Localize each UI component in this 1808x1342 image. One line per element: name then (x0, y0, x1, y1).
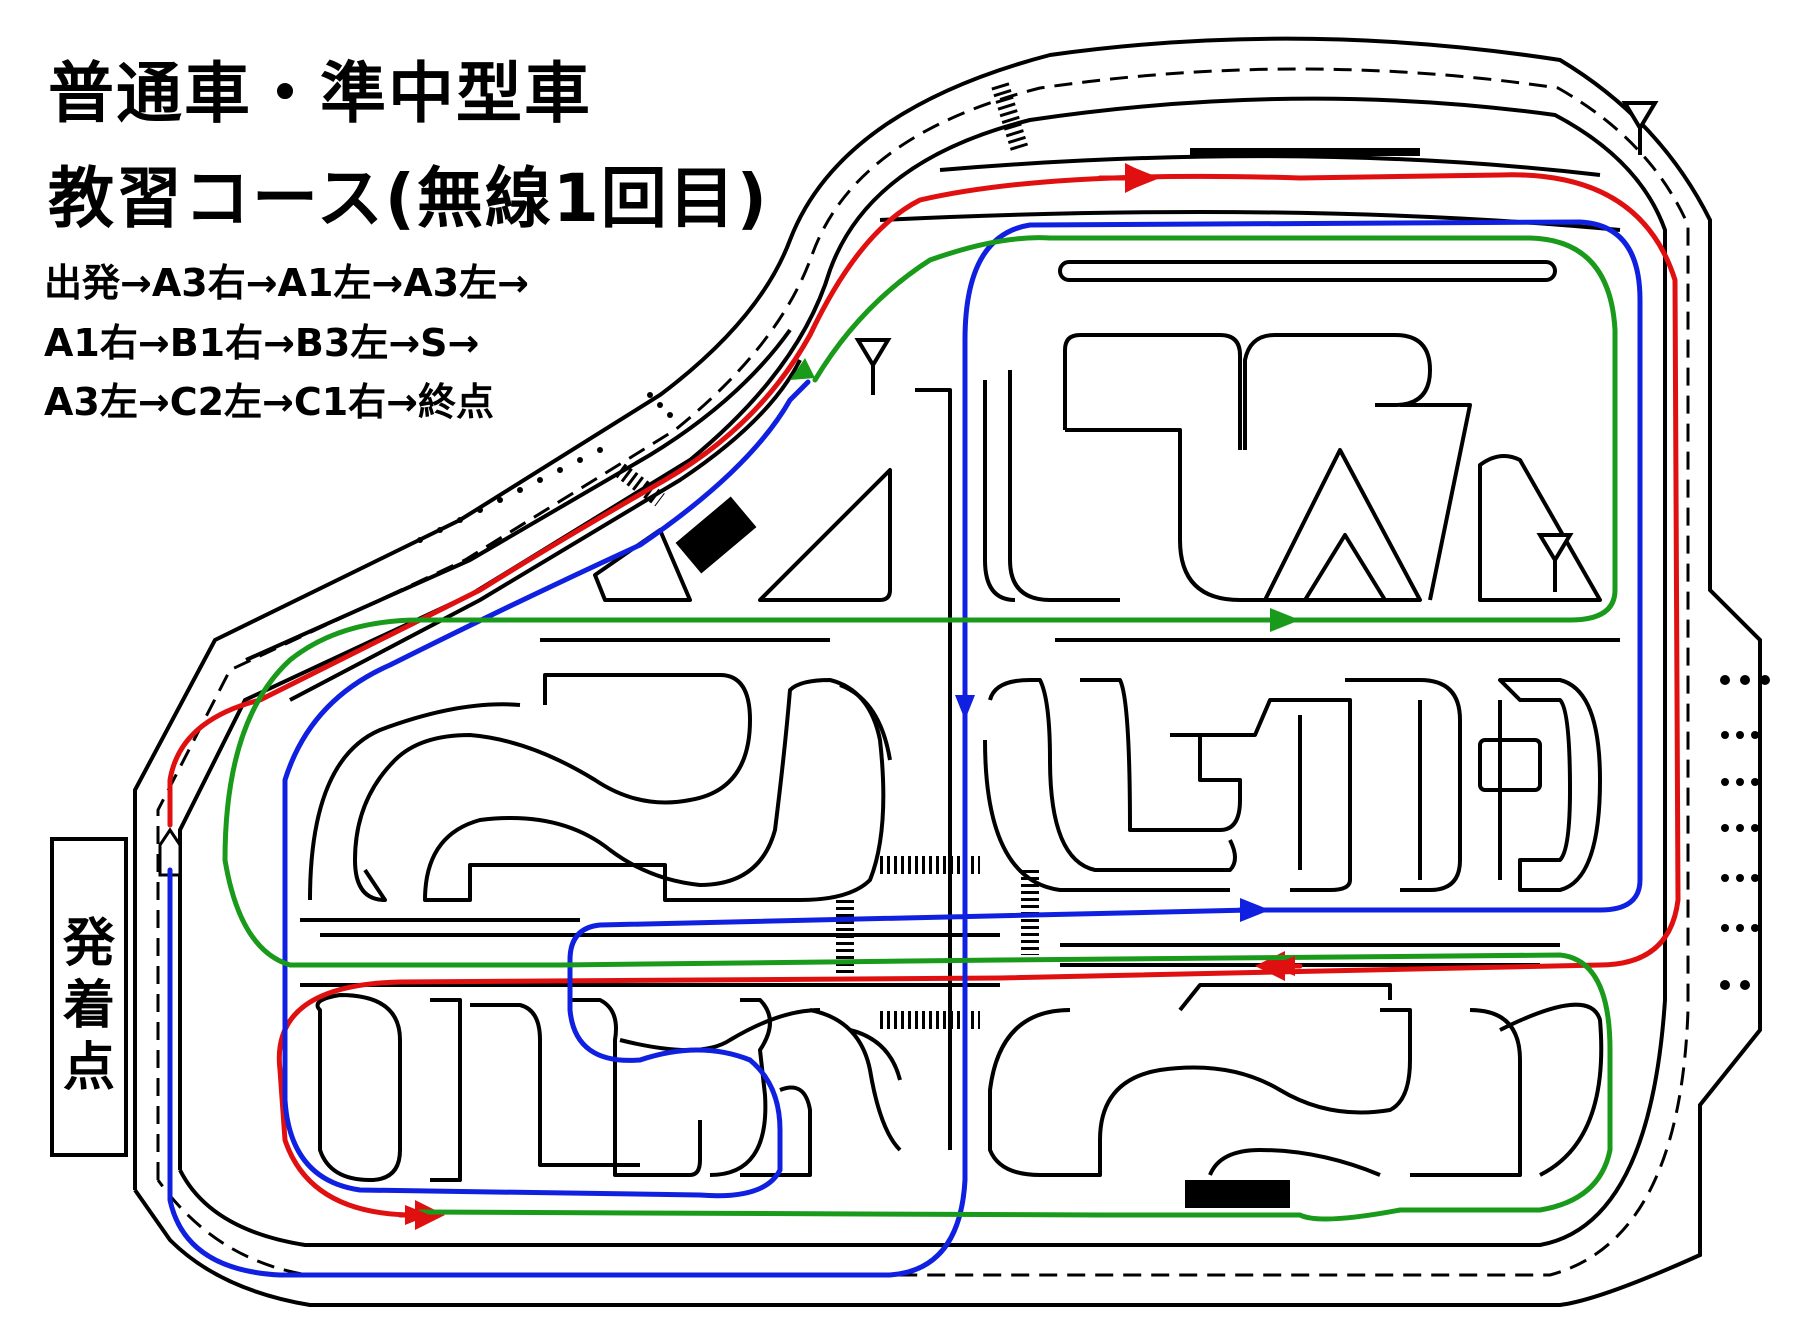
direction-arrow-icon (405, 168, 1300, 1225)
map-title-line-1: 普通車・準中型車 (48, 55, 592, 132)
start-finish-label: 発着点 (62, 914, 115, 1098)
outer-road (133, 36, 1762, 1307)
inner-road-edges (245, 154, 1621, 1182)
crosswalk-icon (615, 82, 1039, 1029)
parking-obstacles (675, 148, 1420, 1208)
route-instructions-line-1: 出発→A3右→A1左→A3左→ (44, 261, 529, 305)
map-title-line-2: 教習コース(無線1回目) (48, 160, 769, 237)
route-instructions-line-3: A3左→C2左→C1右→終点 (44, 380, 495, 424)
antenna-icon (1621, 101, 1659, 155)
tree-dot-icon (1720, 675, 1770, 990)
roadside-dots (417, 392, 673, 543)
route-instructions-line-2: A1右→B1右→B3左→S→ (44, 321, 480, 365)
route-blue (167, 219, 1643, 1278)
antenna-icon (1536, 533, 1574, 592)
route-green (222, 235, 1618, 1222)
start-position-arrow-icon (158, 827, 182, 877)
start-finish-building: 発着点 (50, 837, 128, 1157)
antenna-icon (854, 338, 892, 395)
